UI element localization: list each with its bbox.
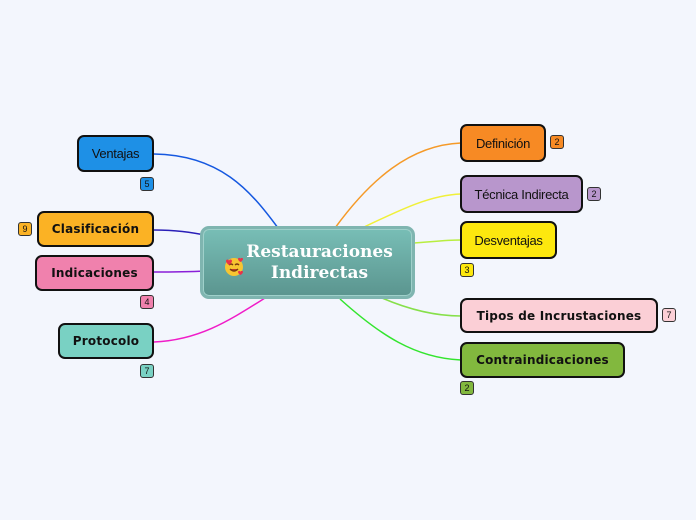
topic-indicaciones[interactable]: Indicaciones [35,255,154,291]
link-desventajas [413,239,462,244]
topic-contraindicaciones[interactable]: Contraindicaciones [460,342,625,378]
link-tecnica-indirecta [361,193,462,229]
topic-definicion-count-badge[interactable]: 2 [550,135,564,149]
link-contraindicaciones [339,298,462,361]
topic-desventajas-count-badge[interactable]: 3 [460,263,474,277]
topic-protocolo-count-badge[interactable]: 7 [140,364,154,378]
topic-ventajas-label: Ventajas [91,146,140,161]
topic-protocolo-label: Protocolo [72,334,140,348]
topic-definicion[interactable]: Definición [460,124,546,162]
topic-indicaciones-label: Indicaciones [51,266,138,280]
topic-clasificacion-label: Clasificación [51,222,140,236]
topic-tecnica-indirecta-label: Técnica Indirecta [474,186,569,202]
central-topic-title: Restauraciones Indirectas [246,242,393,284]
link-ventajas [153,153,279,229]
topic-tecnica-indirecta[interactable]: Técnica Indirecta [460,175,583,213]
topic-protocolo[interactable]: Protocolo [58,323,154,359]
link-indicaciones [153,270,206,273]
central-title-line-2: Indirectas [270,262,369,283]
link-tipos [381,297,462,317]
topic-contraindicaciones-count-badge[interactable]: 2 [460,381,474,395]
topic-clasificacion[interactable]: Clasificación [37,211,154,247]
topic-indicaciones-count-badge[interactable]: 4 [140,295,154,309]
topic-clasificacion-count-badge[interactable]: 9 [18,222,32,236]
link-definicion [334,142,462,229]
topic-desventajas-label: Desventajas [474,232,543,248]
topic-contraindicaciones-label: Contraindicaciones [476,353,609,367]
topic-ventajas[interactable]: Ventajas [77,135,154,172]
central-topic[interactable]: Restauraciones Indirectas [200,226,415,299]
topic-tipos-de-incrustaciones[interactable]: Tipos de Incrustaciones [460,298,658,333]
topic-definicion-label: Definición [475,135,531,151]
topic-desventajas[interactable]: Desventajas [460,221,557,259]
smiling-face-with-hearts-icon [225,257,243,276]
topic-tipos-de-incrustaciones-label: Tipos de Incrustaciones [476,308,642,323]
topic-tipos-de-incrustaciones-count-badge[interactable]: 7 [662,308,676,322]
central-title-line-1: Restauraciones [246,241,393,262]
link-protocolo [153,297,266,343]
topic-ventajas-count-badge[interactable]: 5 [140,177,154,191]
topic-tecnica-indirecta-count-badge[interactable]: 2 [587,187,601,201]
